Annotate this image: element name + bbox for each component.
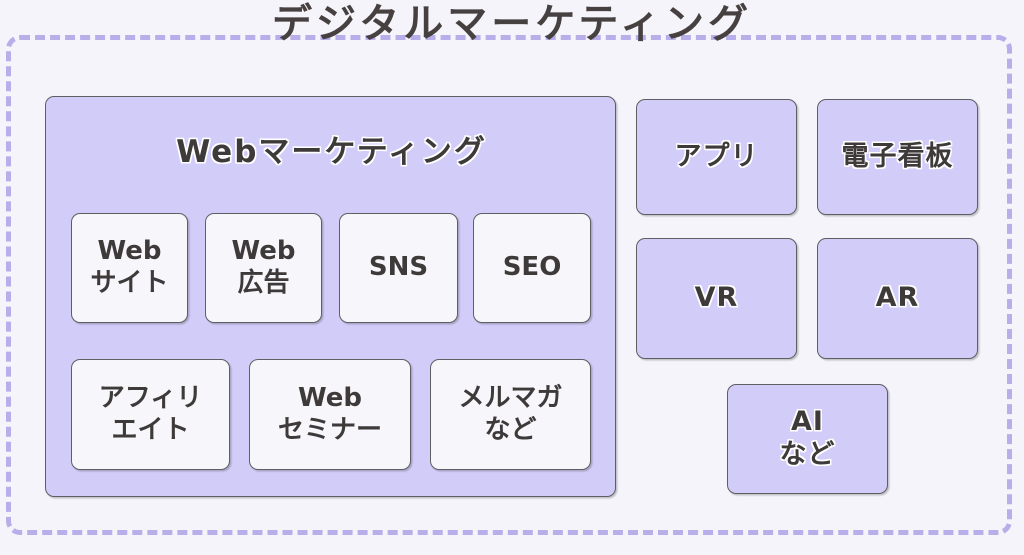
node-ai-label: AI など [779, 406, 836, 470]
node-seo[interactable]: SEO [473, 213, 591, 323]
node-webinar[interactable]: Web セミナー [249, 359, 411, 470]
node-webinar-label: Web セミナー [277, 382, 382, 445]
group-web-marketing-heading: Webマーケティング [176, 134, 487, 170]
node-ar-label: AR [875, 282, 920, 314]
node-digital-signage-label: 電子看板 [841, 140, 954, 172]
node-affiliate[interactable]: アフィリ エイト [71, 359, 230, 470]
node-digital-signage[interactable]: 電子看板 [817, 99, 978, 215]
node-web-ad-label: Web 広告 [231, 236, 296, 298]
node-ar[interactable]: AR [817, 238, 978, 359]
node-web-ad[interactable]: Web 広告 [205, 213, 322, 323]
node-website-label: Web サイト [90, 236, 169, 298]
node-sns[interactable]: SNS [339, 213, 458, 323]
node-seo-label: SEO [502, 252, 562, 283]
diagram-outer-frame [6, 35, 1012, 535]
node-vr[interactable]: VR [636, 238, 797, 359]
node-ai[interactable]: AI など [727, 384, 888, 494]
node-sns-label: SNS [368, 252, 429, 283]
node-app-label: アプリ [674, 140, 759, 172]
node-mail-magazine-label: メルマガ など [458, 382, 563, 445]
node-app[interactable]: アプリ [636, 99, 797, 215]
node-mail-magazine[interactable]: メルマガ など [430, 359, 591, 470]
page-title: デジタルマーケティング [272, 1, 752, 47]
node-affiliate-label: アフィリ エイト [98, 382, 203, 445]
node-vr-label: VR [694, 282, 739, 314]
node-website[interactable]: Web サイト [71, 213, 188, 323]
